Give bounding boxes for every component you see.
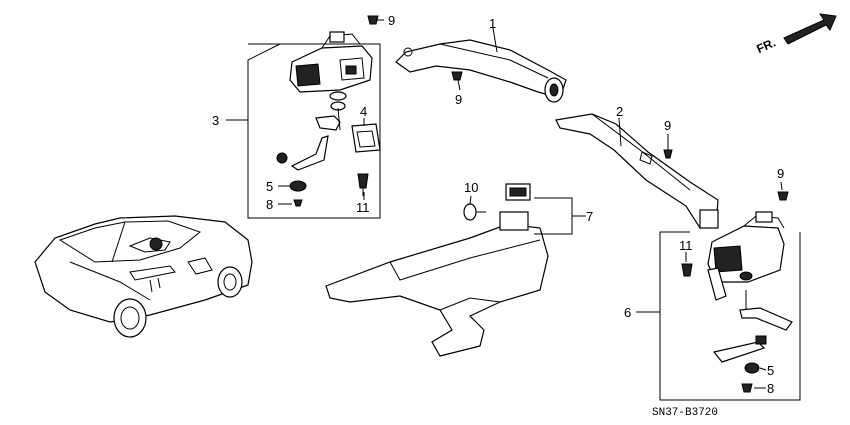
front-direction-arrow: FR. [754, 13, 837, 56]
linkage-rod-left [276, 107, 341, 171]
callout-1: 1 [489, 16, 496, 31]
part-11-clip-left [357, 173, 369, 196]
part-8-screw-left [293, 199, 303, 207]
part-10-fastener [463, 203, 486, 221]
part-8-screw-right [741, 383, 753, 393]
callout-5-right: 5 [767, 363, 774, 378]
callout-5-left: 5 [266, 179, 273, 194]
callout-2: 2 [616, 104, 623, 119]
part-9-screw-top [367, 15, 379, 25]
part-11-clip-right [681, 263, 693, 277]
part-9-screw-right [777, 191, 789, 201]
part-2-duct [555, 113, 719, 229]
callout-6: 6 [624, 305, 631, 320]
callout-9-right: 9 [777, 166, 784, 181]
part-9-screw-duct2 [663, 149, 673, 159]
callout-9-duct1: 9 [455, 92, 462, 107]
front-direction-label: FR. [754, 35, 777, 56]
callout-4: 4 [360, 104, 367, 119]
part-4-seal [351, 123, 381, 153]
group-3-bracket [226, 43, 381, 219]
callout-11-right: 11 [679, 238, 693, 253]
part-9-screw-duct1 [451, 71, 463, 81]
callout-8-left: 8 [266, 197, 273, 212]
callout-9-duct2: 9 [664, 118, 671, 133]
group-7-bracket [534, 197, 586, 235]
link-plate-right [707, 267, 793, 331]
callout-9-top: 9 [388, 13, 395, 28]
car-outline-illustration [34, 215, 253, 338]
callout-8-right: 8 [767, 381, 774, 396]
part-1-duct [395, 39, 567, 103]
diagram-code: SN37-B3720 [652, 407, 718, 419]
heater-unit-right [707, 211, 785, 283]
part-5-grommet-left [289, 180, 307, 192]
part-7-floor-duct [325, 183, 549, 357]
group-6-bracket [636, 231, 801, 401]
callout-7: 7 [586, 209, 593, 224]
leader-lines [278, 19, 783, 389]
heater-unit-left [289, 31, 373, 93]
callout-10: 10 [464, 180, 478, 195]
part-5-grommet-right [712, 335, 767, 374]
callout-3: 3 [212, 113, 219, 128]
small-clip-left [329, 91, 347, 111]
callout-11-left: 11 [356, 200, 370, 215]
